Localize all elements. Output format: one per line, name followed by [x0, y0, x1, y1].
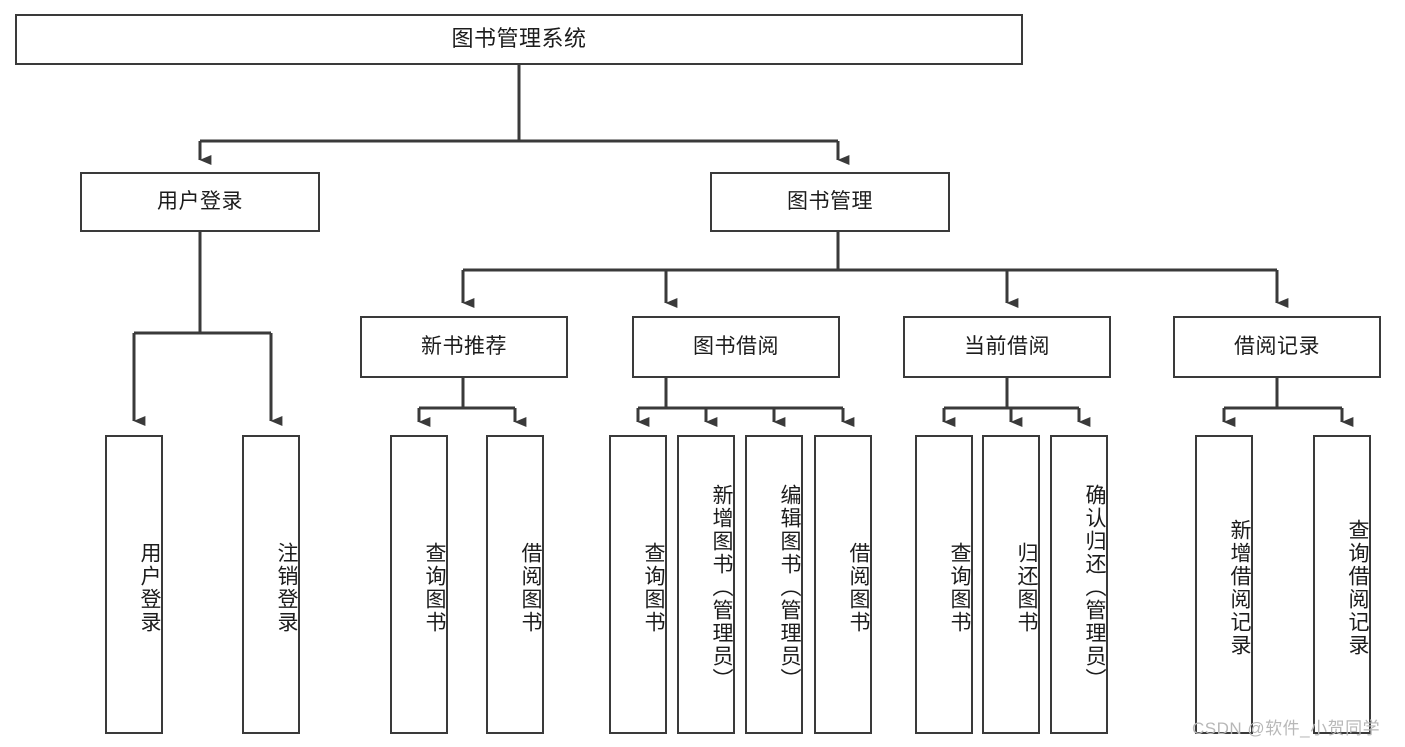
csdn-watermark: CSDN @软件_小贺同学 [1192, 719, 1381, 738]
node-leaf-query-book-current[interactable]: 查询图书 [915, 435, 973, 734]
node-root-system[interactable]: 图书管理系统 [15, 14, 1023, 65]
node-user-login[interactable]: 用户登录 [80, 172, 320, 232]
node-current-borrow[interactable]: 当前借阅 [903, 316, 1111, 378]
node-book-borrow[interactable]: 图书借阅 [632, 316, 840, 378]
node-leaf-query-borrow-record[interactable]: 查询借阅记录 [1313, 435, 1371, 734]
node-leaf-borrow-book[interactable]: 借阅图书 [814, 435, 872, 734]
node-leaf-user-login[interactable]: 用户登录 [105, 435, 163, 734]
node-new-book-recommend[interactable]: 新书推荐 [360, 316, 568, 378]
node-leaf-add-borrow-record[interactable]: 新增借阅记录 [1195, 435, 1253, 734]
node-leaf-return-book[interactable]: 归还图书 [982, 435, 1040, 734]
node-book-management[interactable]: 图书管理 [710, 172, 950, 232]
node-leaf-add-book-admin[interactable]: 新增图书（管理员） [677, 435, 735, 734]
node-leaf-query-book-borrow[interactable]: 查询图书 [609, 435, 667, 734]
node-leaf-edit-book-admin[interactable]: 编辑图书（管理员） [745, 435, 803, 734]
node-leaf-query-book-recommend[interactable]: 查询图书 [390, 435, 448, 734]
node-leaf-logout[interactable]: 注销登录 [242, 435, 300, 734]
node-borrow-record[interactable]: 借阅记录 [1173, 316, 1381, 378]
node-leaf-confirm-return-admin[interactable]: 确认归还（管理员） [1050, 435, 1108, 734]
node-leaf-borrow-book-recommend[interactable]: 借阅图书 [486, 435, 544, 734]
